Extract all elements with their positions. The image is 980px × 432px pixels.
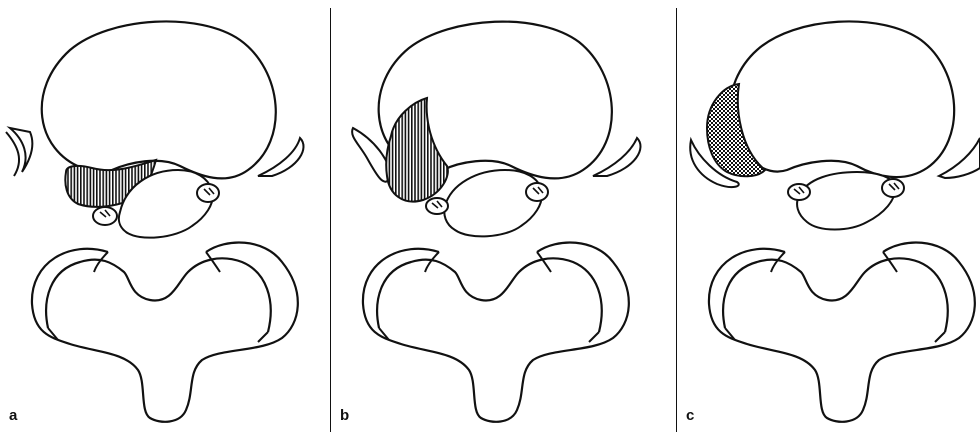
panel-b: b bbox=[331, 0, 673, 432]
nerve-root-left bbox=[788, 184, 810, 200]
posterior-arch bbox=[363, 243, 629, 422]
vertebral-disc bbox=[729, 21, 954, 177]
panel-label-b: b bbox=[340, 408, 349, 423]
panel-c: c bbox=[677, 0, 980, 432]
panel-label-a: a bbox=[9, 408, 17, 423]
panel-c-drawing bbox=[677, 0, 980, 432]
panel-a-drawing bbox=[0, 0, 330, 432]
spinal-canal bbox=[444, 170, 541, 236]
panel-label-c: c bbox=[686, 408, 694, 423]
vertebral-disc bbox=[42, 21, 276, 178]
spinal-canal bbox=[797, 172, 895, 230]
posterior-arch bbox=[709, 243, 975, 422]
nerve-root-left bbox=[426, 198, 448, 214]
panel-b-drawing bbox=[331, 0, 673, 432]
panel-a: a bbox=[0, 0, 330, 432]
transverse-process-left bbox=[10, 128, 32, 172]
posterior-arch bbox=[32, 243, 298, 422]
